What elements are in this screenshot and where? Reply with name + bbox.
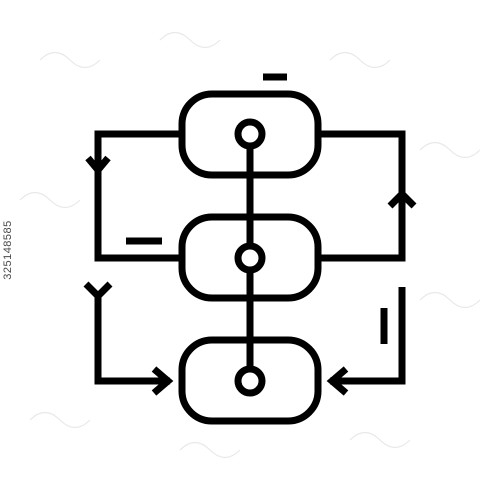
node-bottom-icon xyxy=(234,365,266,397)
right-loop-connector xyxy=(318,130,406,262)
right-loop-arrowhead-icon xyxy=(387,189,417,209)
node-middle-icon xyxy=(234,242,266,274)
bottom-left-feeder-tail-icon xyxy=(83,281,113,301)
bottom-right-feeder-arrowhead-icon xyxy=(326,366,349,396)
watermark-side-id: 325148585 xyxy=(2,220,14,280)
watermark-pattern xyxy=(19,31,481,459)
node-top-icon xyxy=(234,118,266,150)
bottom-left-feeder-arrowhead-icon xyxy=(151,366,174,396)
bottom-left-feeder-connector xyxy=(94,292,170,385)
left-loop-connector xyxy=(94,130,182,262)
bottom-right-feeder-connector xyxy=(330,287,406,385)
left-loop-arrowhead-icon xyxy=(85,155,111,176)
